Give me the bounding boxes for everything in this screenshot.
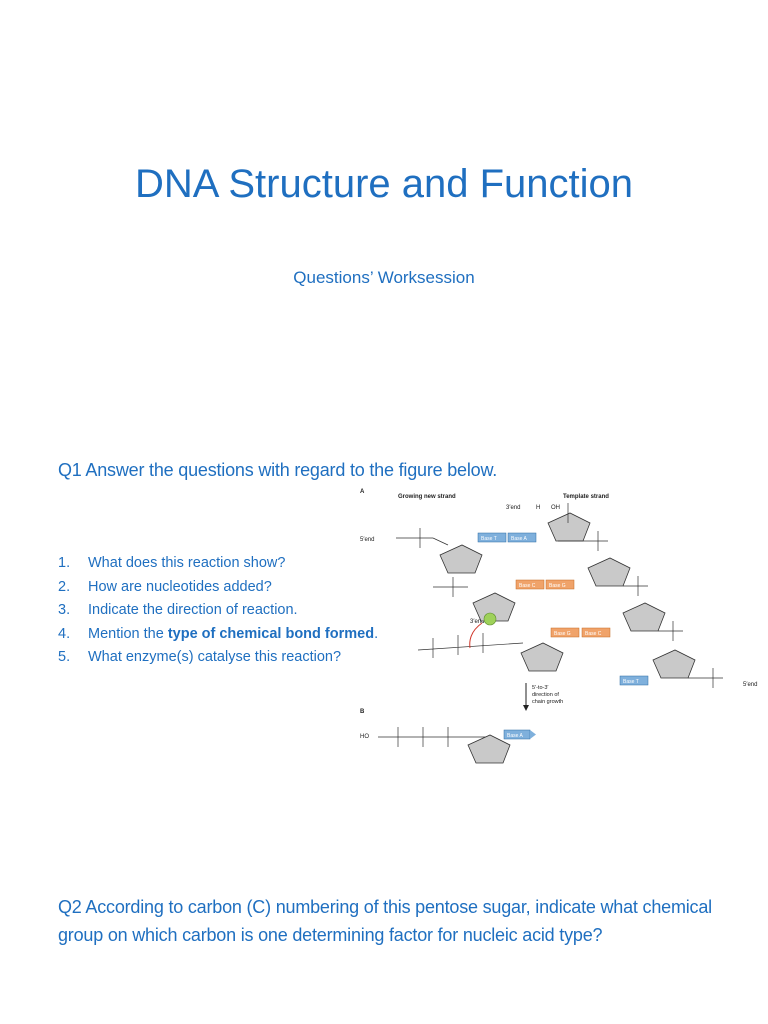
oh-highlight [483,612,497,626]
base-t-box [619,675,649,686]
panel-a-label: A [360,489,365,495]
ho-label: HO [360,734,369,740]
page-subtitle: Questions’ Worksession [293,268,475,287]
base-a-box [507,532,537,543]
base-t-box [477,532,507,543]
base-label: Base T [623,679,639,685]
question-2-heading: Q2 According to carbon (C) numbering of … [58,897,712,945]
five-prime-end-right: 5′end [743,682,757,688]
h-label: H [536,505,540,511]
question-1-heading: Q1 Answer the questions with regard to t… [58,460,498,480]
base-g-box [550,627,580,638]
three-prime-end-mid: 3′end [470,619,484,625]
list-item: 2.How are nucleotides added? [58,578,272,595]
base-c-box [515,579,545,590]
base-label: Base C [519,583,536,589]
direction-label: chain growth [532,699,563,705]
bold-phrase: type of chemical bond formed [167,625,375,642]
list-item: 1.What does this reaction show? [58,555,286,571]
base-g-box [545,579,575,590]
list-item: 4.Mention the type of chemical bond form… [58,625,379,642]
five-prime-end-left: 5′end [360,537,374,543]
growing-strand-label: Growing new strand [398,494,456,500]
base-c-box [581,627,611,638]
list-item: 3.Indicate the direction of reaction. [58,602,298,618]
base-label: Base T [481,536,497,542]
direction-label: direction of [532,692,559,698]
base-label: Base G [554,631,571,637]
base-label: Base C [585,631,602,637]
base-label: Base G [549,583,566,589]
attack-arrow-icon [469,622,483,649]
base-label: Base A [507,733,524,739]
three-prime-end-top: 3′end [506,505,520,511]
direction-label: 5′-to-3′ [532,685,548,691]
question-1-list: 1.What does this reaction show? 2.How ar… [58,552,378,670]
dna-polymerization-figure: A Growing new strand Template strand 3′e… [360,489,757,764]
panel-b-label: B [360,709,365,715]
oh-label: OH [551,505,560,511]
base-label: Base A [511,536,528,542]
page-title: DNA Structure and Function [134,162,634,206]
list-item: 5.What enzyme(s) catalyse this reaction? [58,649,342,665]
template-strand-label: Template strand [563,494,609,500]
